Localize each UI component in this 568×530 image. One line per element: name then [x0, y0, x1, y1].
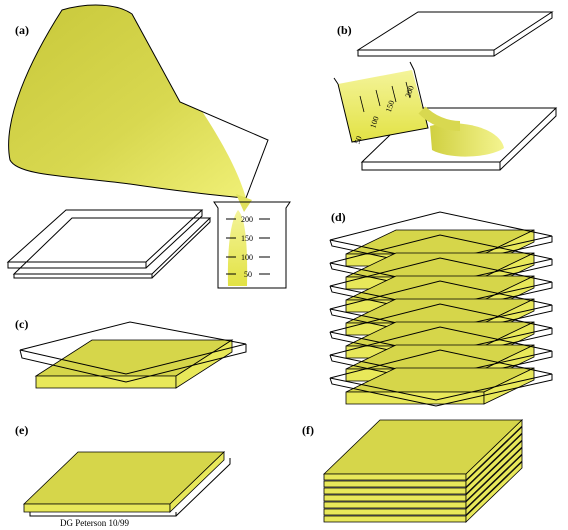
gel-plate-e [23, 451, 231, 517]
gel-sandwich-c [19, 321, 247, 389]
panel-e: (e) DG Peterson 10/99 [15, 423, 231, 528]
top-plate-b [356, 11, 554, 57]
funnel-bag [8, 4, 269, 199]
beaker-b: 200 150 100 50 [333, 61, 461, 146]
stack-f-layer-1-side [465, 419, 523, 481]
beaker-b-mark-100: 100 [368, 115, 380, 129]
panel-a-label: (a) [15, 23, 29, 37]
stack-f-layer-6-side [465, 454, 523, 516]
bottom-plate-b [360, 107, 558, 171]
stack-f-layer-6-front [323, 508, 467, 516]
stack-f-layer-7-side [465, 461, 523, 523]
stack-f-layer-4-front [323, 494, 467, 502]
panel-d-label: (d) [331, 210, 346, 224]
beaker-a: 200 150 100 50 [213, 201, 291, 289]
stack-f-layer-3-side [465, 433, 523, 495]
stack-f-layer-3-front [323, 487, 467, 495]
beaker-a-mark-50: 50 [244, 270, 252, 279]
stack-f-layer-7-front [323, 515, 467, 523]
stack-f-layer-4-side [465, 440, 523, 502]
stack-f-layer-5-front [323, 501, 467, 509]
pour-stream-a [236, 194, 252, 212]
panel-c: (c) [15, 317, 247, 389]
panel-c-label: (c) [15, 317, 28, 331]
stack-f-layer-2-side [465, 426, 523, 488]
stack-d-layer-7-plate-edge [329, 374, 553, 407]
panel-f-label: (f) [302, 423, 314, 437]
credit-text: DG Peterson 10/99 [60, 518, 129, 528]
beaker-a-mark-150: 150 [241, 234, 253, 243]
stack-f-layer-1-front [323, 473, 467, 481]
panel-f: (f) [302, 419, 523, 523]
beaker-b-mark-200: 200 [403, 85, 415, 99]
panel-e-label: (e) [15, 423, 28, 437]
stack-f-layer-5-side [465, 447, 523, 509]
gel-stack-d [329, 211, 553, 407]
glass-plates-a [6, 209, 212, 279]
beaker-b-scale: 200 150 100 50 [353, 85, 416, 146]
panel-b-label: (b) [337, 23, 352, 37]
gel-stack-f [323, 419, 523, 523]
beaker-a-mark-200: 200 [241, 215, 253, 224]
panel-b: (b) 200 150 100 50 [333, 11, 558, 171]
beaker-a-scale: 200 150 100 50 [226, 215, 270, 279]
beaker-b-mark-150: 150 [384, 99, 396, 113]
stack-f-layer-2-front [323, 480, 467, 488]
beaker-b-mark-50: 50 [353, 135, 364, 145]
panel-d: (d) [329, 210, 553, 407]
panel-a: (a) 200 150 100 50 [6, 4, 291, 289]
beaker-a-mark-100: 100 [241, 253, 253, 262]
